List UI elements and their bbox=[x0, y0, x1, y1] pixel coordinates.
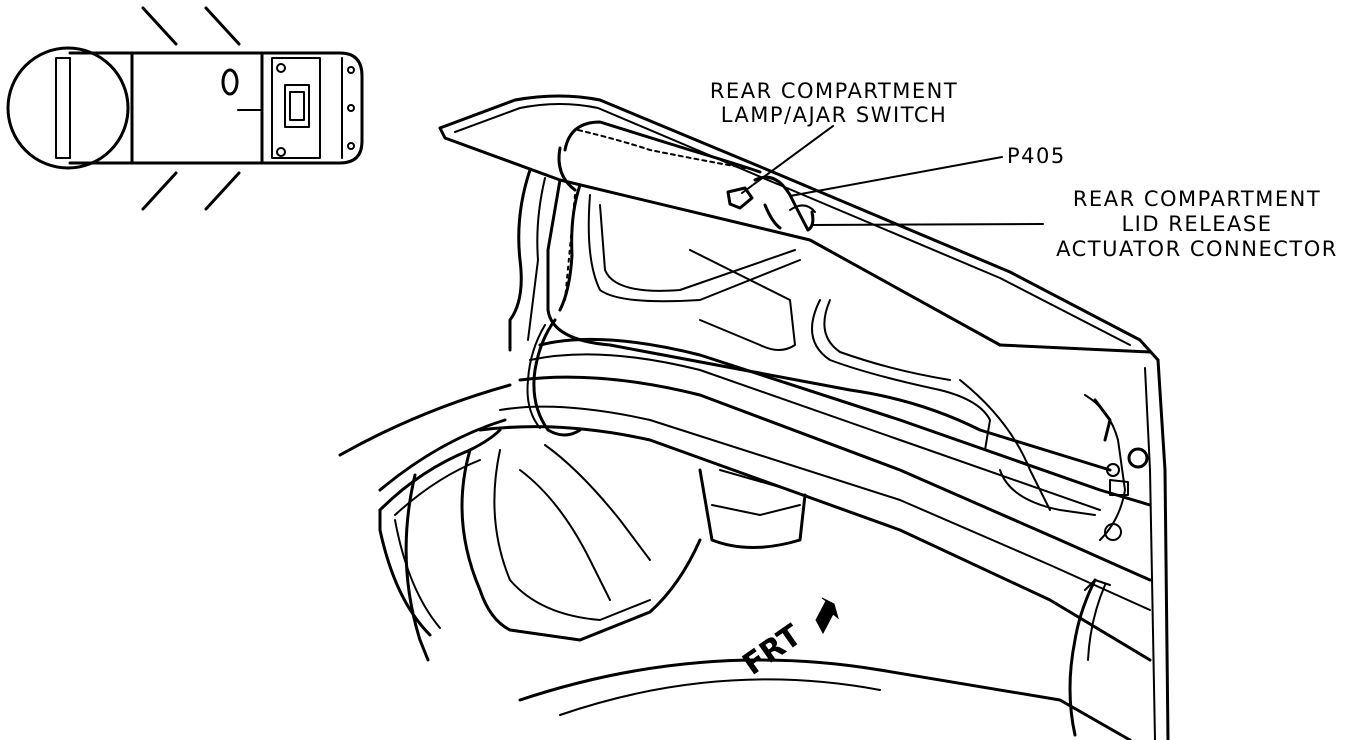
callout-actuator-line1: REAR COMPARTMENT bbox=[1073, 187, 1321, 211]
callout-p405: P405 bbox=[1007, 144, 1066, 168]
vehicle-top-view-icon bbox=[6, 6, 364, 211]
callout-actuator: REAR COMPARTMENT LID RELEASE ACTUATOR CO… bbox=[1056, 187, 1338, 261]
callout-lamp-switch: REAR COMPARTMENT LAMP/AJAR SWITCH bbox=[710, 79, 958, 127]
frt-label: FRT bbox=[737, 618, 809, 683]
arrow-icon bbox=[815, 597, 839, 635]
leader-lamp-switch bbox=[741, 125, 834, 194]
callout-actuator-line3: ACTUATOR CONNECTOR bbox=[1056, 237, 1338, 261]
callout-lamp-switch-line1: REAR COMPARTMENT bbox=[710, 79, 958, 103]
leader-actuator bbox=[811, 223, 1044, 226]
callout-lamp-switch-line2: LAMP/AJAR SWITCH bbox=[721, 103, 948, 127]
callout-actuator-line2: LID RELEASE bbox=[1121, 212, 1272, 236]
leader-p405 bbox=[789, 156, 1003, 197]
front-direction-indicator: FRT bbox=[737, 597, 839, 683]
